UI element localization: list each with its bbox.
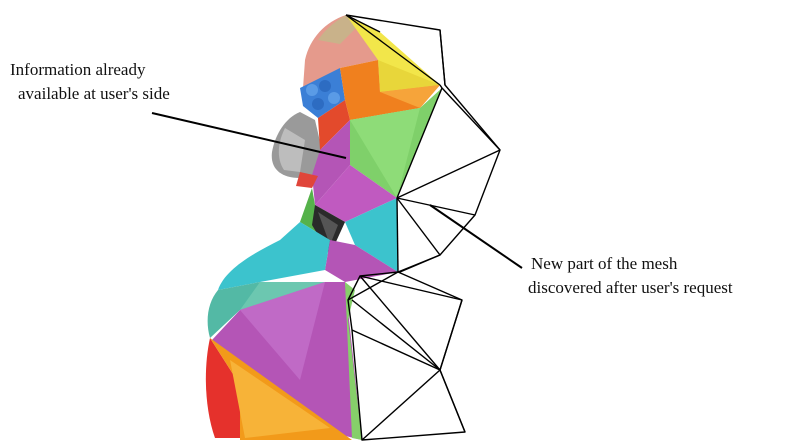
label-new-mesh-line1: New part of the mesh: [531, 252, 733, 276]
leader-line-right: [430, 205, 522, 268]
label-new-mesh-line2: discovered after user's request: [528, 276, 733, 300]
rendered-mesh: [206, 15, 442, 440]
label-existing-info: Information already available at user's …: [10, 58, 170, 106]
label-existing-info-line1: Information already: [10, 58, 170, 82]
label-existing-info-line2: available at user's side: [10, 82, 170, 106]
patch-cyan-shoulder: [218, 222, 330, 290]
label-new-mesh: New part of the mesh discovered after us…: [531, 252, 733, 300]
